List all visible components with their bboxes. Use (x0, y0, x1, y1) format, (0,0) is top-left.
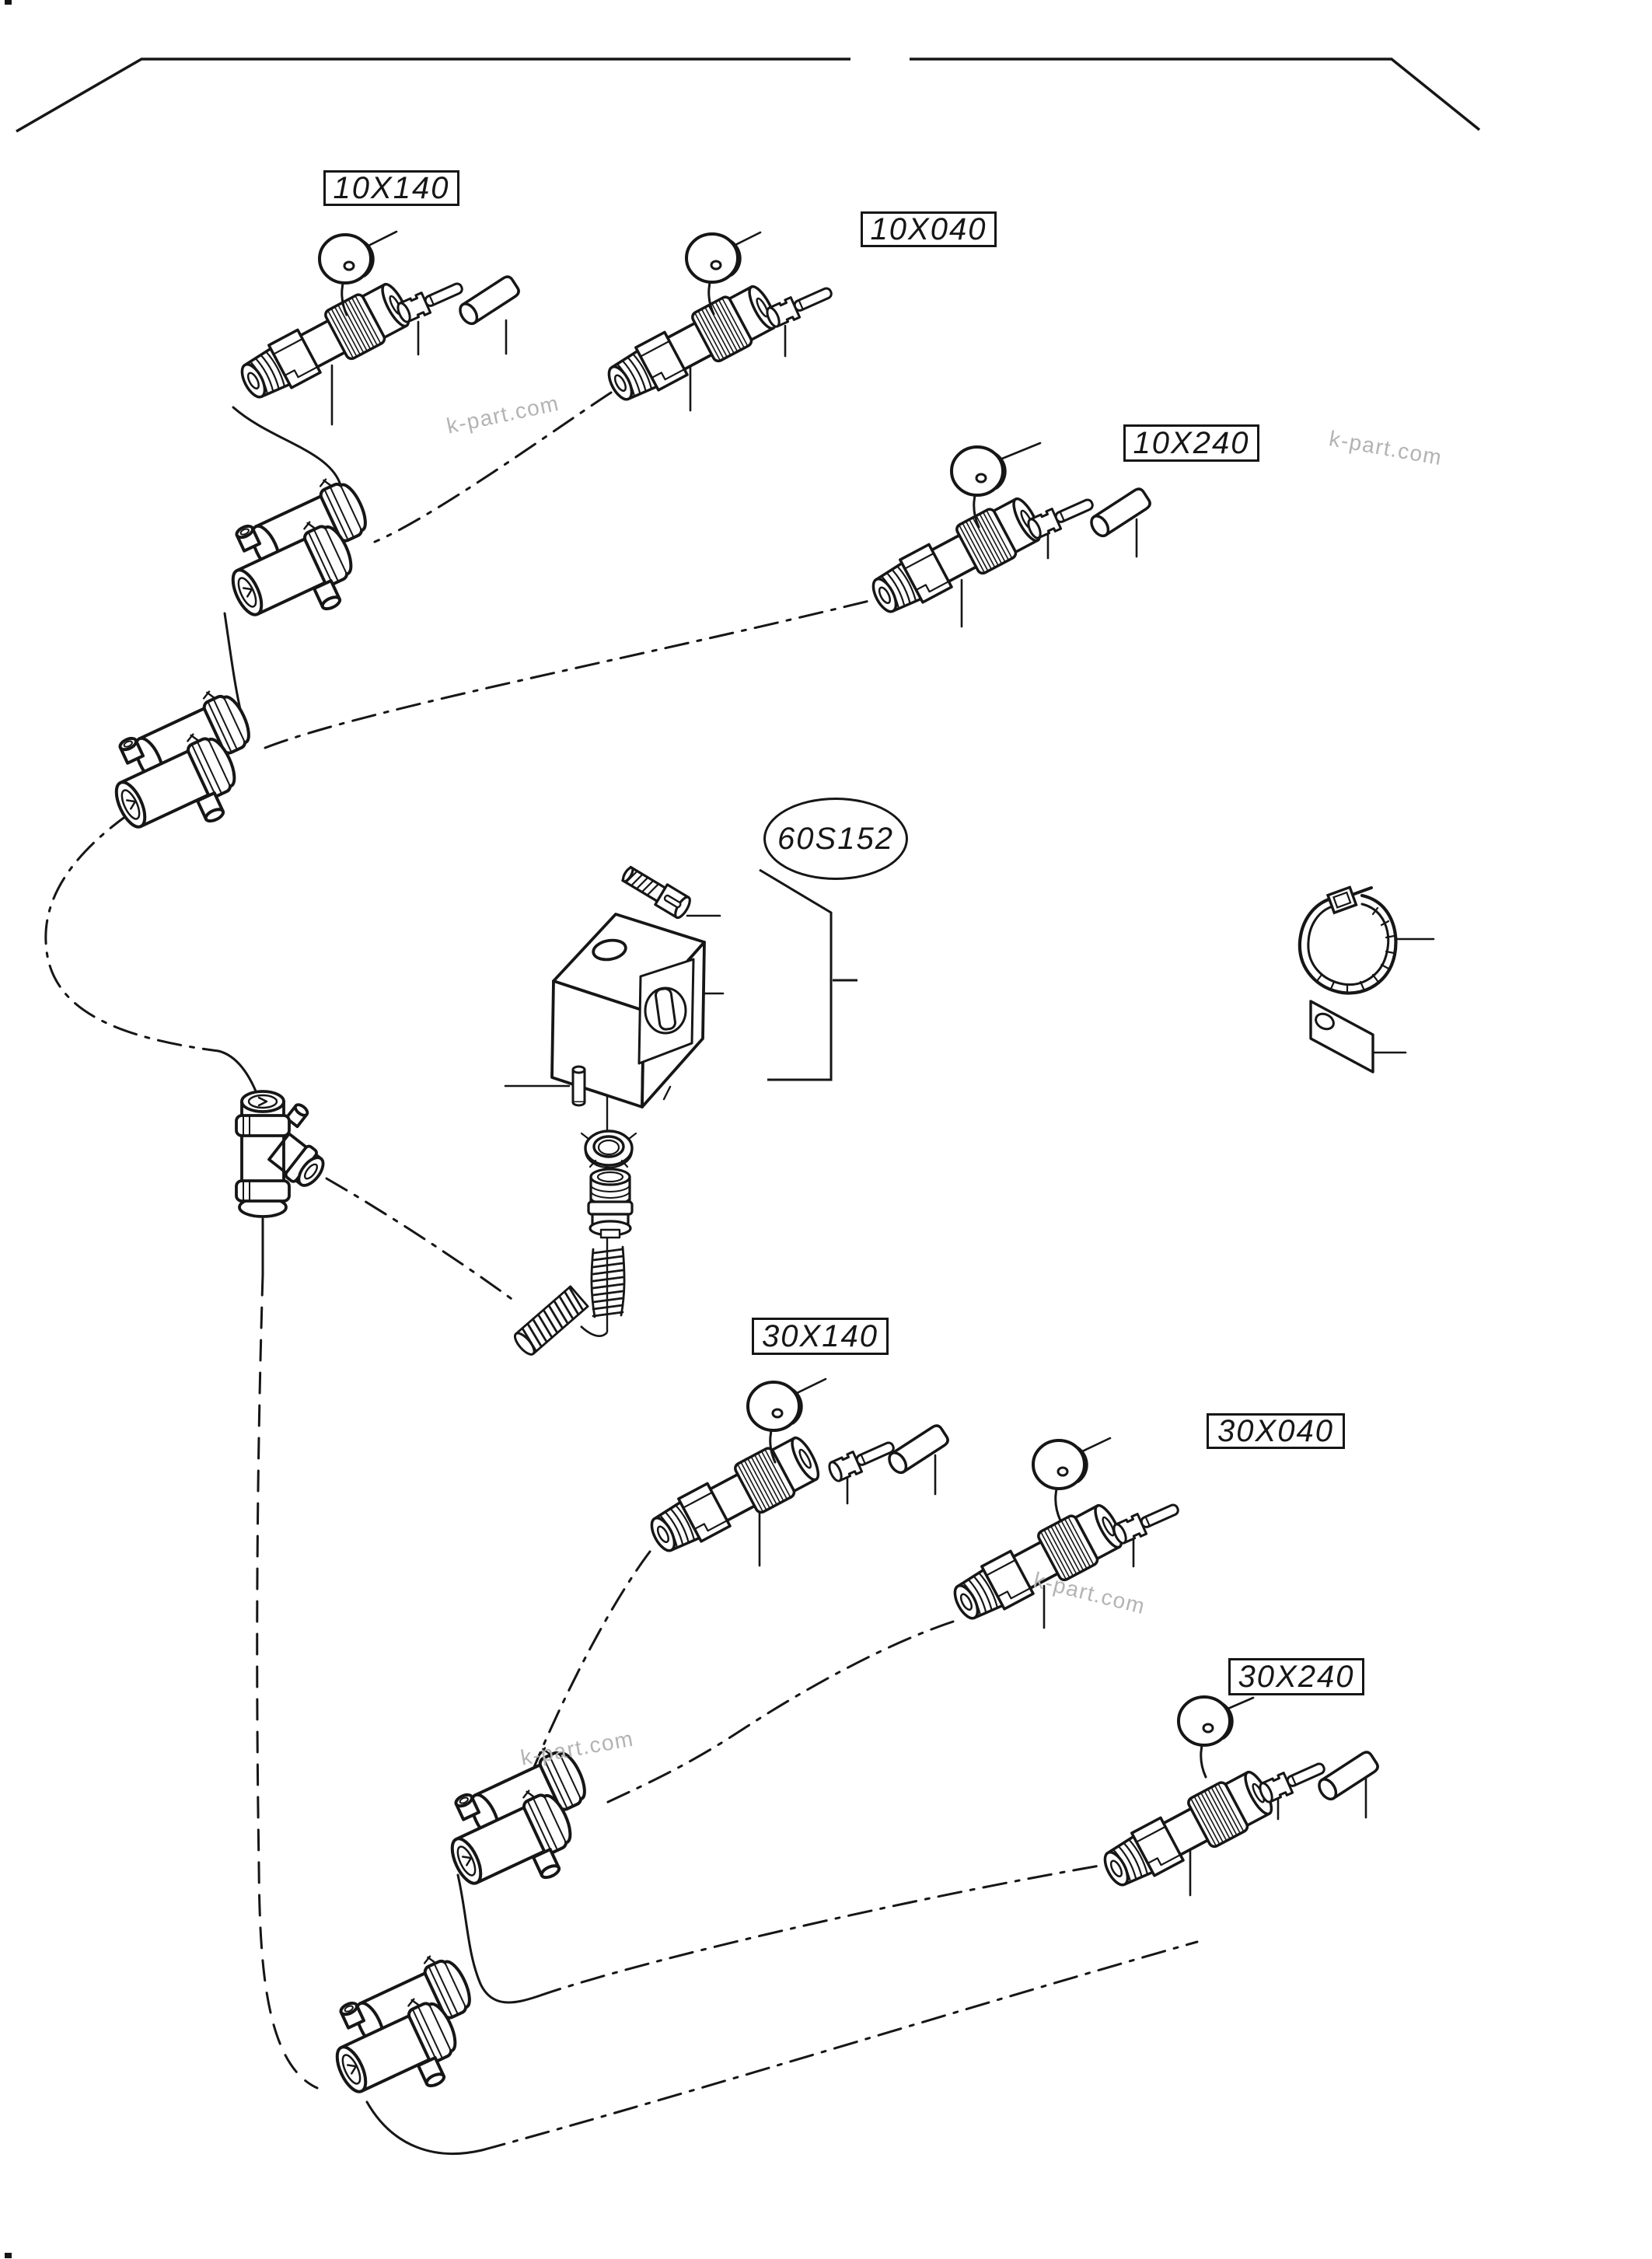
part-label-10x140: 10X140 (323, 170, 459, 206)
double-fitting-4 (310, 1946, 501, 2121)
double-fitting-1 (206, 469, 397, 644)
route-fitting2-to-10x240 (264, 599, 874, 749)
page-border (5, 0, 1481, 2258)
spring-connector-curve (580, 1325, 608, 1337)
valve-cartridge-icon (587, 1168, 634, 1239)
pin-icon (1256, 1755, 1329, 1806)
nozzle-assembly-10x140 (232, 233, 522, 410)
nozzle-assembly-30x040 (945, 1439, 1183, 1632)
route-fitting4-curve (365, 2100, 484, 2156)
part-label-10x040: 10X040 (861, 211, 997, 247)
valve-body-icon (945, 1497, 1130, 1632)
hose-routing-lines (44, 391, 1199, 2156)
nozzle-assembly-30x240 (1095, 1695, 1381, 1898)
leader-lines (330, 230, 1435, 1897)
cap-disc-icon (1177, 1695, 1235, 1779)
nozzle-assembly-10x240 (863, 445, 1154, 625)
sleeve-icon (1314, 1748, 1381, 1804)
valve-body-icon (1095, 1764, 1280, 1898)
solenoid-group-60s152 (513, 865, 706, 1356)
pin-icon (1024, 491, 1098, 542)
pin-icon (393, 275, 467, 326)
tee-fitting (235, 1090, 325, 1218)
part-label-30x140: 30X140 (752, 1318, 889, 1355)
sleeve-icon (1086, 485, 1154, 541)
route-tee-to-fitting4 (256, 1273, 319, 2090)
screw-icon (621, 865, 691, 920)
valve-body-icon (863, 491, 1048, 625)
pin-icon (825, 1434, 899, 1485)
group-bracket-60s152 (759, 868, 857, 1081)
part-label-30x240: 30X240 (1228, 1658, 1364, 1695)
spring-diagonal-icon (513, 1285, 589, 1356)
route-fitting3-to-30x240 (536, 1862, 1115, 1998)
cable-tie-icon (1298, 885, 1398, 995)
nozzle-assembly-10x040 (599, 232, 836, 413)
washer-nut-icon (580, 1130, 637, 1169)
double-fitting-3 (425, 1737, 616, 1912)
route-10x040-to-fitting1 (373, 391, 613, 543)
part-label-10x240: 10X240 (1123, 424, 1259, 462)
sleeve-icon (455, 273, 522, 329)
valve-body-icon (232, 276, 417, 410)
pin-icon (1109, 1496, 1183, 1547)
part-label-30x040: 30X040 (1207, 1413, 1345, 1449)
sleeve-icon (884, 1422, 952, 1478)
tag-plate-icon (1309, 1000, 1374, 1074)
solenoid-block-icon (550, 913, 706, 1109)
part-label-60s152: 60S152 (763, 798, 908, 880)
route-fitting3-curve (456, 1873, 540, 2004)
small-pin-icon (571, 1065, 586, 1107)
cap-disc-icon (1032, 1439, 1089, 1522)
nozzle-assembly-30x140 (641, 1381, 952, 1564)
route-fitting2-to-tee (44, 812, 220, 1053)
double-fitting-2 (89, 681, 281, 856)
spring-icon (590, 1245, 626, 1318)
route-fitting4-out (480, 1940, 1199, 2152)
pin-icon (763, 280, 836, 330)
valve-body-icon (641, 1430, 826, 1564)
route-tee-entry (217, 1049, 258, 1095)
route-30x040-to-fitting3 (603, 1620, 955, 1805)
route-tee-to-spring (325, 1177, 519, 1304)
